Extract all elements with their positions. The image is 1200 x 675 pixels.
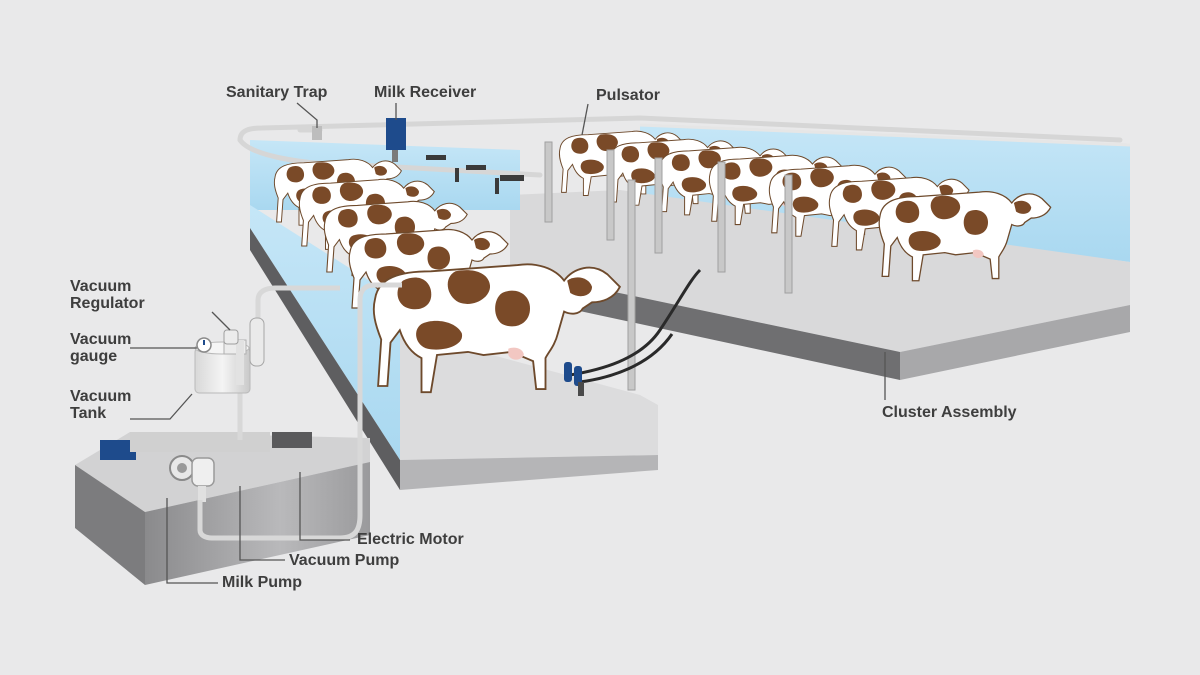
back-row-posts: [544, 141, 793, 391]
cluster-assembly: [564, 268, 702, 396]
vacuum-gauge: [196, 337, 212, 353]
label-sanitary-trap: Sanitary Trap: [226, 84, 328, 101]
label-milk-receiver: Milk Receiver: [374, 84, 477, 101]
vacuum-pump: [169, 455, 215, 502]
vacuum-lines: [197, 282, 402, 541]
pulsators: [426, 155, 524, 194]
label-electric-motor: Electric Motor: [357, 531, 464, 548]
milk-receiver: [386, 118, 406, 150]
label-milk-pump: Milk Pump: [222, 574, 303, 591]
leader-lines: [130, 102, 886, 584]
electric-motor: [100, 432, 312, 460]
vacuum-regulator: [223, 317, 265, 367]
sanitary-trap: [312, 126, 322, 140]
label-vacuum-pump: Vacuum Pump: [289, 552, 400, 569]
label-cluster-assembly: Cluster Assembly: [882, 404, 1017, 421]
label-pulsator: Pulsator: [596, 87, 661, 104]
